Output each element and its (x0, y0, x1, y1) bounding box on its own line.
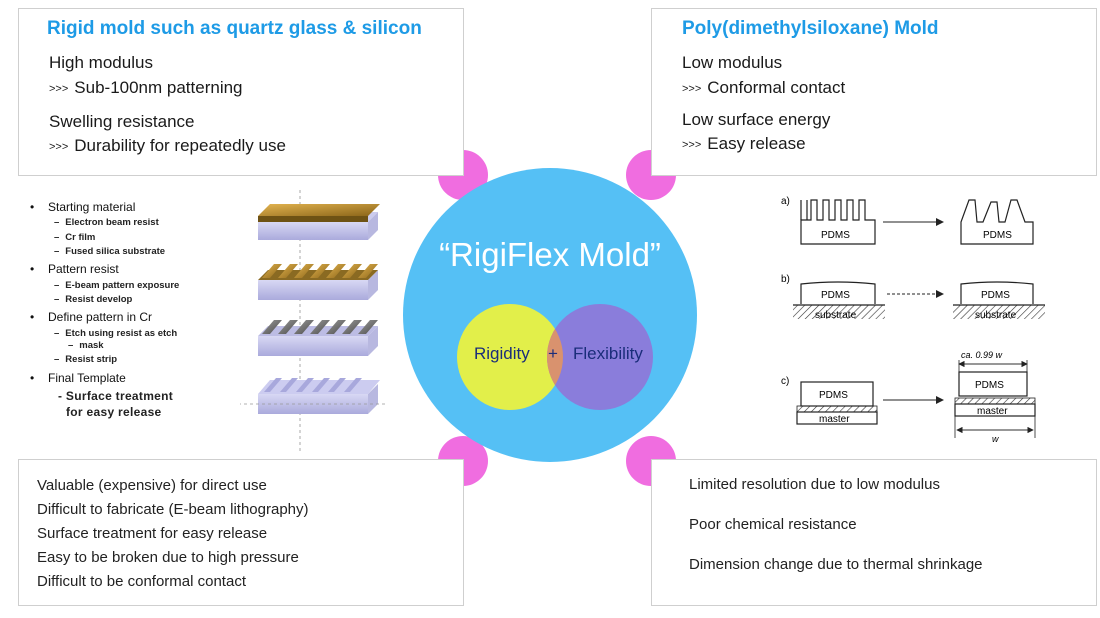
rigid-con-item: Valuable (expensive) for direct use (37, 477, 267, 494)
process-sub: Cr film (54, 232, 95, 243)
pdms-line-2: >>>Conformal contact (682, 78, 846, 97)
venn-flexibility-label: Flexibility (573, 344, 643, 363)
pdms-con-item: Limited resolution due to low modulus (689, 476, 940, 493)
rigid-line-1: High modulus (49, 53, 153, 72)
rigid-line-4: >>>Durability for repeatedly use (49, 136, 286, 155)
process-sub: Electron beam resist (54, 217, 158, 228)
pdms-con-item: Dimension change due to thermal shrinkag… (689, 556, 983, 573)
figure-measure-label: ca. 0.99 w (961, 350, 1003, 360)
figure-label-a: a) (781, 196, 790, 207)
pdms-cons-box: Limited resolution due to low modulus Po… (651, 459, 1097, 606)
venn-rigidity-label: Rigidity (474, 344, 530, 363)
figure-master-c1: master (819, 414, 850, 425)
final-note-1: - Surface treatment (58, 389, 174, 403)
process-sub: Fused silica substrate (54, 246, 165, 257)
process-sub: Etch using resist as etch (54, 328, 177, 339)
layer-stack-4 (258, 378, 380, 414)
figure-substrate-b1: substrate (815, 310, 857, 321)
venn-rigidity-circle (457, 304, 563, 410)
pdms-mold-box: Poly(dimethylsiloxane) Mold Low modulus … (651, 8, 1097, 176)
process-layer-illustration (240, 190, 385, 452)
pdms-con-item: Poor chemical resistance (689, 516, 857, 533)
process-step-3: Define pattern in Cr (30, 310, 152, 324)
process-step-1: Starting material (30, 200, 135, 214)
rigid-con-item: Easy to be broken due to high pressure (37, 549, 299, 566)
figure-pdms-c2: PDMS (975, 380, 1004, 391)
pdms-mold-title: Poly(dimethylsiloxane) Mold (682, 18, 939, 39)
figure-label-b: b) (781, 274, 790, 285)
figure-pdms-b1: PDMS (821, 290, 850, 301)
layer-stack-1 (258, 204, 380, 240)
rigid-con-item: Difficult to be conformal contact (37, 573, 246, 590)
rigid-mold-box: Rigid mold such as quartz glass & silico… (18, 8, 464, 176)
pdms-line-4: >>>Easy release (682, 134, 806, 153)
rigiflex-circle (403, 168, 697, 462)
figure-label-c: c) (781, 376, 789, 387)
figure-substrate-b2: substrate (975, 310, 1017, 321)
pdms-line-3: Low surface energy (682, 110, 831, 129)
layer-stack-3 (258, 320, 378, 356)
rigid-con-item: Difficult to fabricate (E-beam lithograp… (37, 501, 309, 518)
rigid-con-item: Surface treatment for easy release (37, 525, 268, 542)
venn-plus-label: + (548, 344, 558, 363)
layer-stack-2 (258, 264, 378, 300)
rigid-line-2: >>>Sub-100nm patterning (49, 78, 243, 97)
process-sub: E-beam pattern exposure (54, 280, 179, 291)
process-sub: Resist develop (54, 294, 132, 305)
rigid-cons-box: Valuable (expensive) for direct use Diff… (18, 459, 464, 606)
figure-pdms-b2: PDMS (981, 290, 1010, 301)
process-step-4: Final Template (30, 371, 126, 385)
final-note-2: for easy release (66, 405, 162, 419)
venn-diagram (457, 304, 653, 410)
process-sub-continuation: mask (68, 340, 103, 351)
figure-master-c2: master (977, 406, 1008, 417)
figure-w-label: w (992, 434, 999, 444)
rigid-mold-title: Rigid mold such as quartz glass & silico… (47, 18, 422, 39)
process-sub: Resist strip (54, 354, 117, 365)
process-step-2: Pattern resist (30, 262, 119, 276)
figure-pdms-a2: PDMS (983, 230, 1012, 241)
pdms-line-1: Low modulus (682, 53, 783, 72)
rigid-line-3: Swelling resistance (49, 112, 195, 131)
rigiflex-title: “RigiFlex Mold” (439, 236, 661, 273)
pdms-deformation-figure: a) PDMS PDMS b) PDMS substrate PDMS subs… (781, 196, 1045, 444)
venn-flexibility-circle (547, 304, 653, 410)
figure-pdms-c1: PDMS (819, 390, 848, 401)
figure-pdms-a1: PDMS (821, 230, 850, 241)
